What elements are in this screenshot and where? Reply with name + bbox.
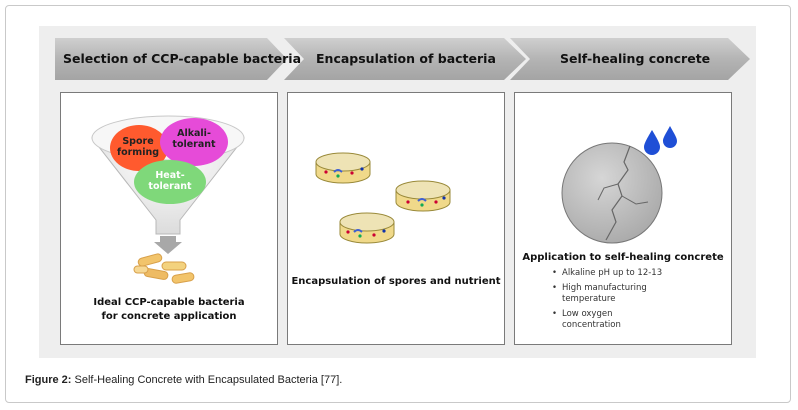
label-line: tolerant <box>148 181 192 192</box>
stage-banner-1: Selection of CCP-capable bacteria <box>55 38 301 80</box>
caption-label: Figure 2: <box>25 374 72 386</box>
list-item-text: Low oxygen <box>562 308 613 319</box>
label-spore-forming: Spore forming <box>114 136 162 158</box>
circle-alkali-tolerant <box>160 118 228 166</box>
stage-label-selection: Selection of CCP-capable bacteria <box>63 51 302 66</box>
chevron-arrow-icon <box>284 38 526 80</box>
bacteria-rods-icon <box>133 253 195 284</box>
label-line: Alkali- <box>177 128 211 139</box>
list-item: Alkaline pH up to 12-13 <box>552 268 662 280</box>
caption-text: Self-Healing Concrete with Encapsulated … <box>71 374 343 386</box>
panel-encapsulation <box>287 92 505 345</box>
label-heat-tolerant: Heat- tolerant <box>144 170 196 192</box>
cracked-concrete-icon <box>561 142 663 244</box>
requirements-list: Alkaline pH up to 12-13 High manufacturi… <box>552 268 662 335</box>
label-line: tolerant <box>172 139 216 150</box>
list-item-text: concentration <box>562 320 621 330</box>
arrow-down-icon <box>154 236 182 254</box>
title-line: for concrete application <box>101 311 237 322</box>
chevron-arrow-icon <box>55 38 287 80</box>
list-item-text: Alkaline pH up to 12-13 <box>562 268 663 278</box>
figure-caption: Figure 2: Self-Healing Concrete with Enc… <box>25 374 342 386</box>
label-line: Heat- <box>155 170 185 181</box>
title-line: Ideal CCP-capable bacteria <box>93 297 245 308</box>
label-line: Spore <box>122 136 154 147</box>
panel1-title: Ideal CCP-capable bacteria for concrete … <box>60 296 278 324</box>
label-alkali-tolerant: Alkali- tolerant <box>168 128 220 150</box>
circle-heat-tolerant <box>134 160 206 204</box>
stage-label-self-healing: Self-healing concrete <box>560 51 711 66</box>
panel2-title: Encapsulation of spores and nutrient <box>291 276 501 287</box>
list-item-text: temperature <box>562 294 616 304</box>
list-item-text: High manufacturing <box>562 282 647 293</box>
stage-banner-3: Self-healing concrete <box>510 38 750 80</box>
stage-banner-2: Encapsulation of bacteria <box>284 38 526 80</box>
chevron-arrow-icon <box>510 38 750 80</box>
list-item: High manufacturing temperature <box>552 283 662 306</box>
list-item: Low oxygen concentration <box>552 309 662 332</box>
stage-label-encapsulation: Encapsulation of bacteria <box>316 51 496 66</box>
capsules-icon <box>315 152 451 244</box>
water-drop-icon <box>644 126 677 155</box>
panel3-title: Application to self-healing concrete <box>522 252 724 263</box>
label-line: forming <box>116 147 160 158</box>
